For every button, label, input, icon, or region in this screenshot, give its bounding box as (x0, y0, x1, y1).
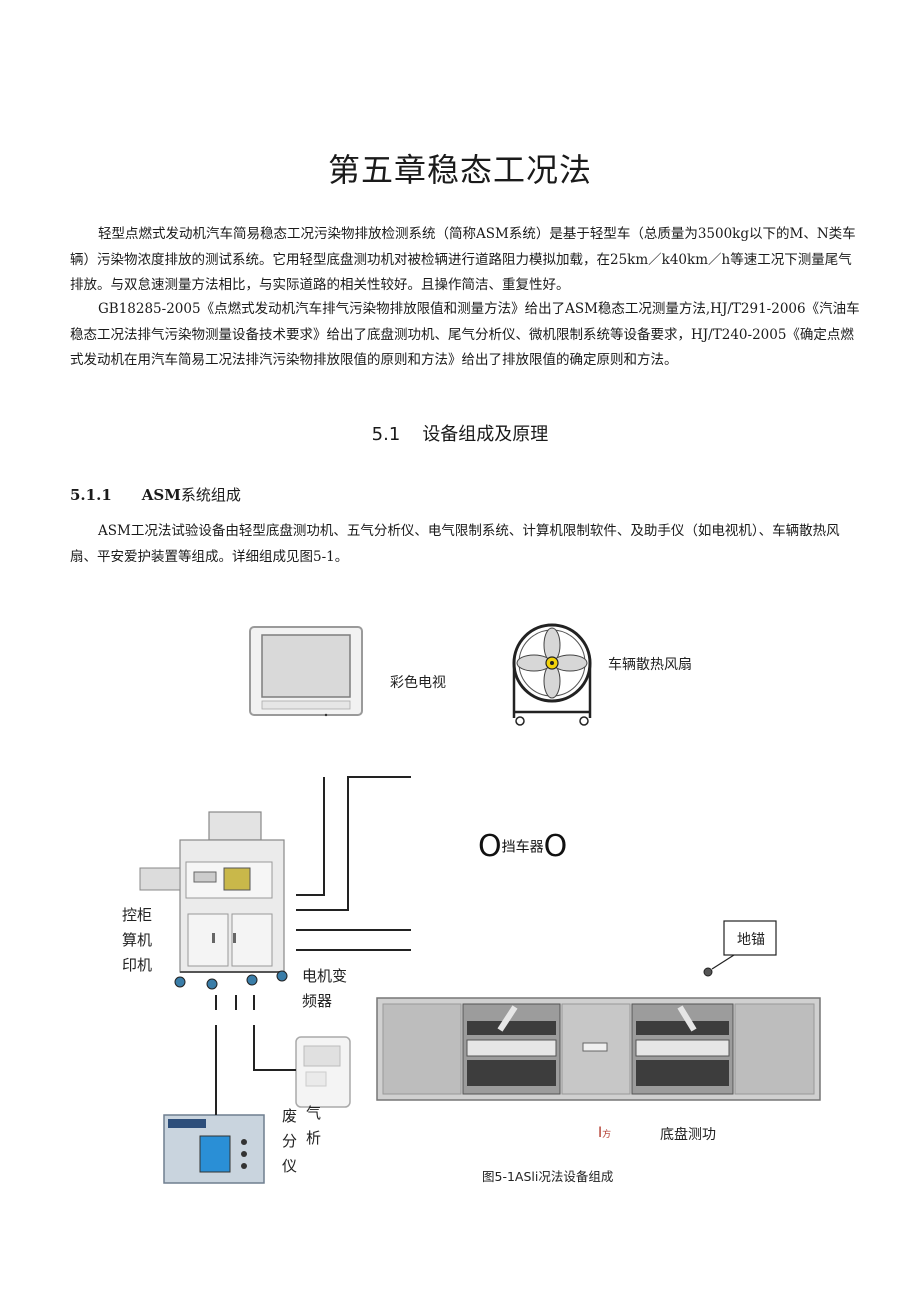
inverter-label-line: 电机变 (302, 967, 348, 985)
wheel-stopper-label: O挡车器O (478, 829, 567, 864)
analyzer-label2-line: 气 (306, 1104, 322, 1122)
fan-label: 车辆散热风扇 (608, 657, 692, 673)
cabinet-label-line: 印机 (122, 956, 153, 974)
tv-label: 彩色电视 (390, 675, 446, 691)
inverter-label-line: 频器 (302, 992, 333, 1010)
tv-illustration (249, 626, 363, 717)
figure-caption: 图5-1ASli况法设备组成 (482, 1169, 614, 1184)
analyzer-label-line: 分 (282, 1132, 298, 1150)
analyzer-label-line: 废 (282, 1107, 298, 1125)
inverter-illustration (295, 1036, 351, 1108)
composition-paragraph: ASM工况法试验设备由轻型底盘测功机、五气分析仪、电气限制系统、计算机限制软件、… (70, 523, 840, 565)
stopper-left-mark: O (478, 829, 502, 864)
stopper-right-mark: O (543, 829, 568, 864)
anchor-label: 地锚 (737, 932, 765, 948)
standards-paragraph: GB18285-2005《点燃式发动机汽车排气污染物排放限值和测量方法》给出了A… (70, 301, 860, 368)
cabinet-label: 控柜 算机 印机 (122, 903, 152, 978)
control-cabinet-illustration (139, 811, 288, 990)
analyzer-label-secondary: 气 析 (306, 1101, 321, 1151)
section-heading: 5.1 设备组成及原理 (0, 420, 920, 446)
asm-equipment-figure (139, 623, 821, 1184)
connection-lines (215, 776, 411, 1115)
intro-paragraph: 轻型点燃式发动机汽车简易稳态工况污染物排放检测系统（简称ASM系统）是基于轻型车… (70, 226, 856, 293)
subsection-title-bold: ASM (141, 486, 181, 504)
dyno-label: 底盘测功 (660, 1127, 716, 1143)
subsection-title-rest: 系统组成 (180, 486, 241, 504)
cabinet-label-line: 控柜 (122, 906, 153, 924)
subsection-heading: 5.1.1 ASM系统组成 (70, 484, 241, 505)
chapter-title: 第五章稳态工况法 (327, 151, 592, 189)
chassis-dynamometer-illustration (376, 997, 821, 1101)
analyzer-label-line: 仪 (282, 1157, 298, 1175)
section-number: 5.1 (371, 424, 401, 445)
dyno-mark-small: 方 (602, 1130, 612, 1140)
anchor-callout (703, 920, 777, 977)
cabinet-label-line: 算机 (122, 931, 153, 949)
gas-analyzer-illustration (163, 1114, 265, 1184)
section-title: 设备组成及原理 (422, 424, 549, 445)
dyno-mark-main: I (598, 1125, 603, 1141)
stopper-text: 挡车器 (501, 839, 544, 856)
analyzer-label2-line: 析 (306, 1129, 322, 1147)
inverter-label: 电机变 频器 (302, 964, 347, 1014)
dyno-mark: I方 (598, 1122, 611, 1141)
analyzer-label: 废 分 仪 (282, 1104, 297, 1179)
fan-illustration (512, 623, 592, 726)
subsection-number: 5.1.1 (70, 486, 112, 504)
